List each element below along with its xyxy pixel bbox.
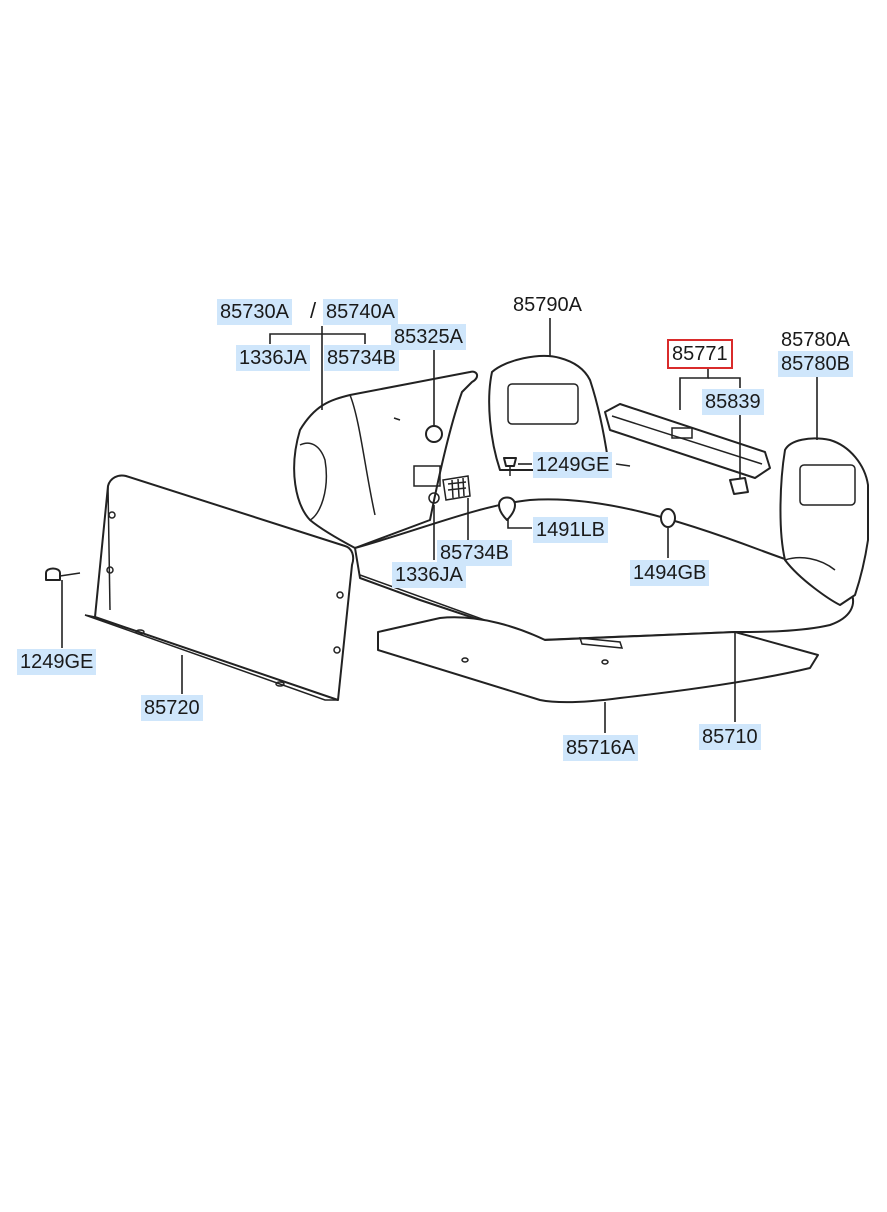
part-1491LB[interactable]: 1491LB xyxy=(533,517,608,543)
leader-lines xyxy=(61,318,818,733)
trunk-partition-board xyxy=(84,474,355,701)
fastener-1249GE-mid xyxy=(503,457,517,476)
part-1336JA-bottom[interactable]: 1336JA xyxy=(392,562,466,588)
part-85716A[interactable]: 85716A xyxy=(563,735,638,761)
trunk-lid-garnish xyxy=(604,403,771,495)
part-1336JA-top[interactable]: 1336JA xyxy=(236,345,310,371)
part-separator: / xyxy=(310,298,317,323)
part-1249GE-left[interactable]: 1249GE xyxy=(17,649,97,675)
part-85839[interactable]: 85839 xyxy=(702,389,764,415)
left-side-trim-panel xyxy=(293,370,478,549)
part-85720[interactable]: 85720 xyxy=(141,695,203,721)
part-85734B-top[interactable]: 85734B xyxy=(324,345,399,371)
part-85734B-bottom[interactable]: 85734B xyxy=(437,540,512,566)
rear-center-trim-panel xyxy=(488,354,609,472)
part-85780A[interactable]: 85780A xyxy=(781,329,850,351)
part-85325A[interactable]: 85325A xyxy=(391,324,466,350)
part-85710[interactable]: 85710 xyxy=(699,724,761,750)
fastener-1494GB xyxy=(660,508,676,528)
part-85780B[interactable]: 85780B xyxy=(778,351,853,377)
part-85790A[interactable]: 85790A xyxy=(513,294,582,316)
trunk-floor-mat xyxy=(377,616,819,704)
part-85771-selected[interactable]: 85771 xyxy=(667,339,733,369)
part-85740A[interactable]: 85740A xyxy=(323,299,398,325)
fastener-1249GE-left xyxy=(45,567,81,581)
part-85730A[interactable]: 85730A xyxy=(217,299,292,325)
fastener-1491LB xyxy=(498,496,516,521)
part-1249GE-mid[interactable]: 1249GE xyxy=(533,452,613,478)
part-1494GB[interactable]: 1494GB xyxy=(630,560,710,586)
right-side-trim-panel xyxy=(779,437,869,606)
clip-85325A-shape xyxy=(425,425,443,443)
